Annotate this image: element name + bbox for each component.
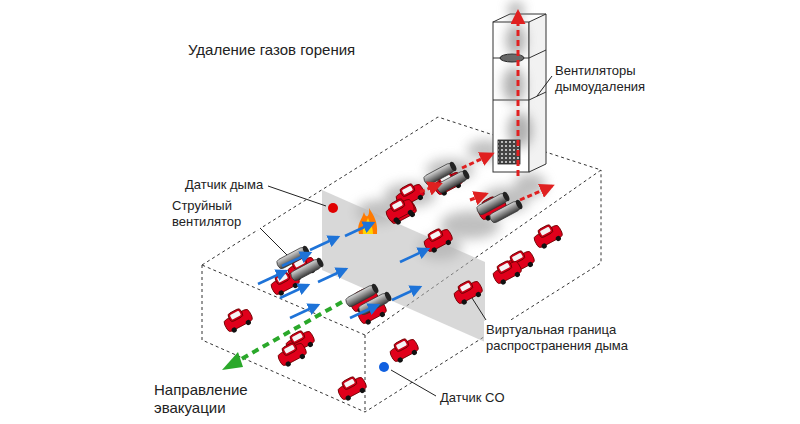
fresh-air-arrow — [350, 305, 378, 318]
smoke-sensor — [328, 203, 338, 213]
title-label: Удаление газов горения — [186, 40, 357, 60]
fresh-air-arrow — [400, 249, 428, 262]
evacuation-arrow — [222, 302, 342, 370]
car — [221, 305, 255, 335]
fresh-air-arrow — [392, 287, 420, 300]
sensor-label: Датчик CO — [438, 389, 507, 407]
boundary-label: Виртуальная граница распространения дыма — [484, 321, 656, 354]
cars — [221, 168, 565, 403]
sensor-label: Датчик дыма — [183, 176, 265, 194]
fresh-air-arrow — [258, 271, 286, 284]
fresh-air-arrow — [282, 253, 310, 266]
fire — [358, 208, 377, 234]
car — [451, 277, 485, 307]
fan-label: Струйный вентилятор — [170, 197, 260, 230]
exhaust-shaft — [493, 2, 546, 172]
fresh-air-arrow — [310, 237, 338, 250]
car — [275, 339, 309, 369]
car — [387, 335, 421, 365]
jet-fan — [436, 169, 471, 194]
fresh-air-arrow — [290, 305, 318, 318]
smoke-flow-arrow — [470, 194, 486, 200]
fresh-air-arrow — [345, 223, 373, 236]
car — [490, 257, 524, 287]
smoke-boundary-plane — [322, 190, 485, 342]
direction-label: Направление эвакуации — [152, 380, 274, 418]
air-flow-arrows — [258, 154, 552, 318]
car — [385, 197, 419, 227]
smoke-flow-arrow — [520, 186, 552, 200]
jet-fans — [276, 161, 524, 316]
fresh-air-arrow — [280, 285, 308, 298]
smoke-flow-arrow — [462, 154, 492, 168]
jet-fan — [489, 199, 524, 224]
exhaust-flow-arrow — [517, 12, 520, 176]
smoke-flow-arrow — [420, 184, 440, 192]
car — [531, 221, 565, 251]
car — [383, 195, 417, 225]
car — [335, 373, 369, 403]
fresh-air-arrow — [318, 269, 346, 282]
fan-label: Вентиляторы дымоудаления — [553, 62, 675, 95]
co-sensor — [379, 362, 389, 372]
